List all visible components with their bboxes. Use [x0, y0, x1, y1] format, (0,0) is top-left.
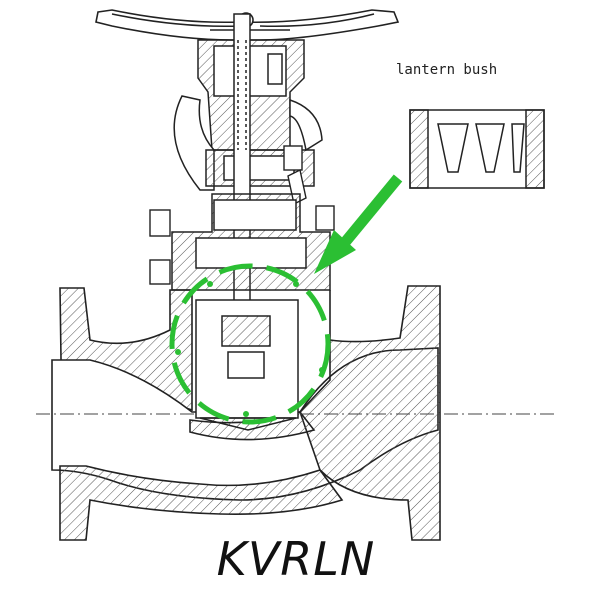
gland-bolts — [149, 145, 335, 285]
lantern-bush-inset — [409, 109, 545, 189]
diagram-caption: KVRLN — [216, 532, 376, 586]
valve-disc — [195, 299, 299, 431]
valve-body — [36, 285, 556, 541]
bonnet — [171, 193, 331, 291]
lantern-bush-label: lantern bush — [396, 62, 498, 78]
arrow-icon — [314, 174, 403, 274]
highlight-dots — [175, 281, 325, 417]
highlight-circle — [169, 263, 331, 425]
